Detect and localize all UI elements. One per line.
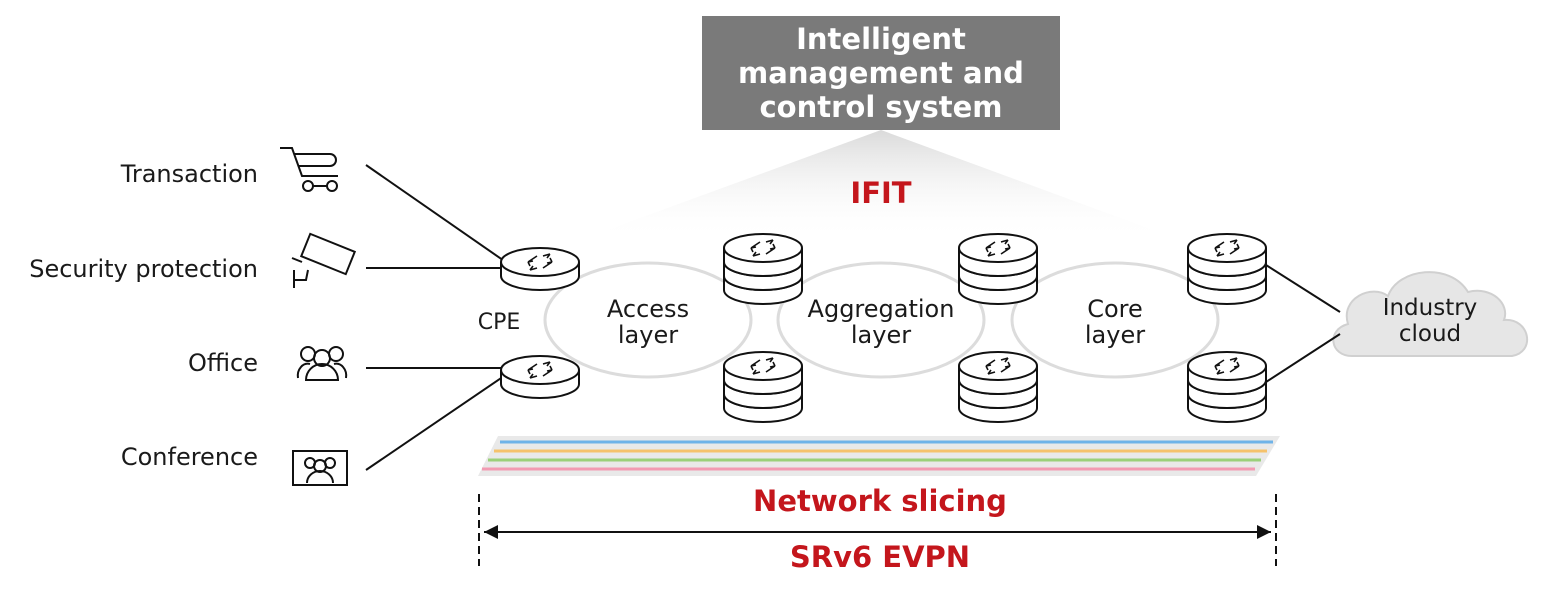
aggregation-layer-zone [776,261,986,379]
management-control-system-box: Intelligent management and control syste… [702,16,1060,130]
arrowhead-left [484,525,498,539]
service-label-transaction: Transaction [120,160,258,188]
access-layer-label-1: Access [607,295,689,323]
service-label-office: Office [188,349,258,377]
access-router-bottom [723,351,803,423]
link-core-cloud-top [1265,264,1341,313]
slicing-band [478,436,1280,476]
cpe-router-bottom [500,355,580,399]
network-slicing-label: Network slicing [753,484,1007,518]
access-layer-label-2: layer [618,321,678,349]
core-router-top [1187,233,1267,305]
aggregation-router-bottom [958,351,1038,423]
ifit-label: IFIT [850,176,911,210]
management-title-line-3: control system [759,90,1003,124]
conference-icon [292,450,348,486]
cloud-label-1: Industry [1383,295,1478,321]
camera-icon [291,232,357,288]
link-transaction [365,164,511,266]
core-layer-label-1: Core [1087,295,1143,323]
people-icon [296,346,348,381]
management-title-line-1: Intelligent [796,22,966,56]
link-core-cloud-bottom [1265,333,1341,383]
access-router-top [723,233,803,305]
core-router-bottom [1187,351,1267,423]
service-label-conference: Conference [121,443,258,471]
management-title-line-2: management and [738,56,1024,90]
arrowhead-right [1257,525,1271,539]
aggregation-layer-label-2: layer [851,321,911,349]
aggregation-router-top [958,233,1038,305]
industry-cloud-shape [1332,271,1529,357]
access-layer-zone [543,261,753,379]
srv6-evpn-label: SRv6 EVPN [790,540,970,574]
service-label-security: Security protection [29,255,258,283]
link-conference [365,371,511,471]
cloud-label-2: cloud [1399,321,1461,347]
ifit-coverage-area [580,130,1180,240]
core-layer-zone [1010,261,1220,379]
core-layer-label-2: layer [1085,321,1145,349]
aggregation-layer-label-1: Aggregation [808,295,955,323]
cart-icon [280,147,338,192]
cpe-router-top [500,247,580,291]
cpe-label: CPE [478,310,521,335]
